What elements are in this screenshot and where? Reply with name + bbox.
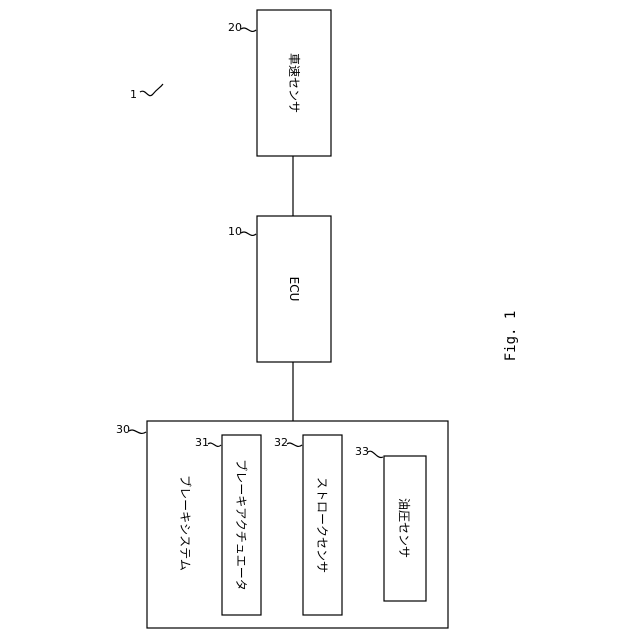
brake-actuator-label: ブレーキアクチュエータ — [234, 459, 249, 590]
speed-sensor-ref-leader — [241, 28, 256, 31]
brake-system-label: ブレーキシステム — [178, 475, 193, 571]
oil-pressure-sensor-label: 油圧センサ — [397, 498, 411, 558]
system-ref-number: 1 — [130, 88, 137, 101]
system-ref-leader — [140, 84, 163, 96]
figure-caption: Fig. 1 — [503, 311, 519, 362]
ecu-ref: 10 — [228, 225, 242, 238]
speed-sensor-label: 車速センサ — [287, 53, 301, 113]
brake-system-ref: 30 — [116, 423, 130, 436]
stroke-sensor-ref: 32 — [274, 436, 288, 449]
brake-actuator-ref: 31 — [195, 436, 209, 449]
ecu-ref-leader — [241, 232, 256, 235]
ecu-label: ECU — [287, 277, 301, 302]
brake-system-ref-leader — [129, 430, 146, 433]
speed-sensor-ref: 20 — [228, 21, 242, 34]
stroke-sensor-label: ストロークセンサ — [315, 477, 329, 573]
oil-pressure-sensor-ref: 33 — [355, 445, 369, 458]
